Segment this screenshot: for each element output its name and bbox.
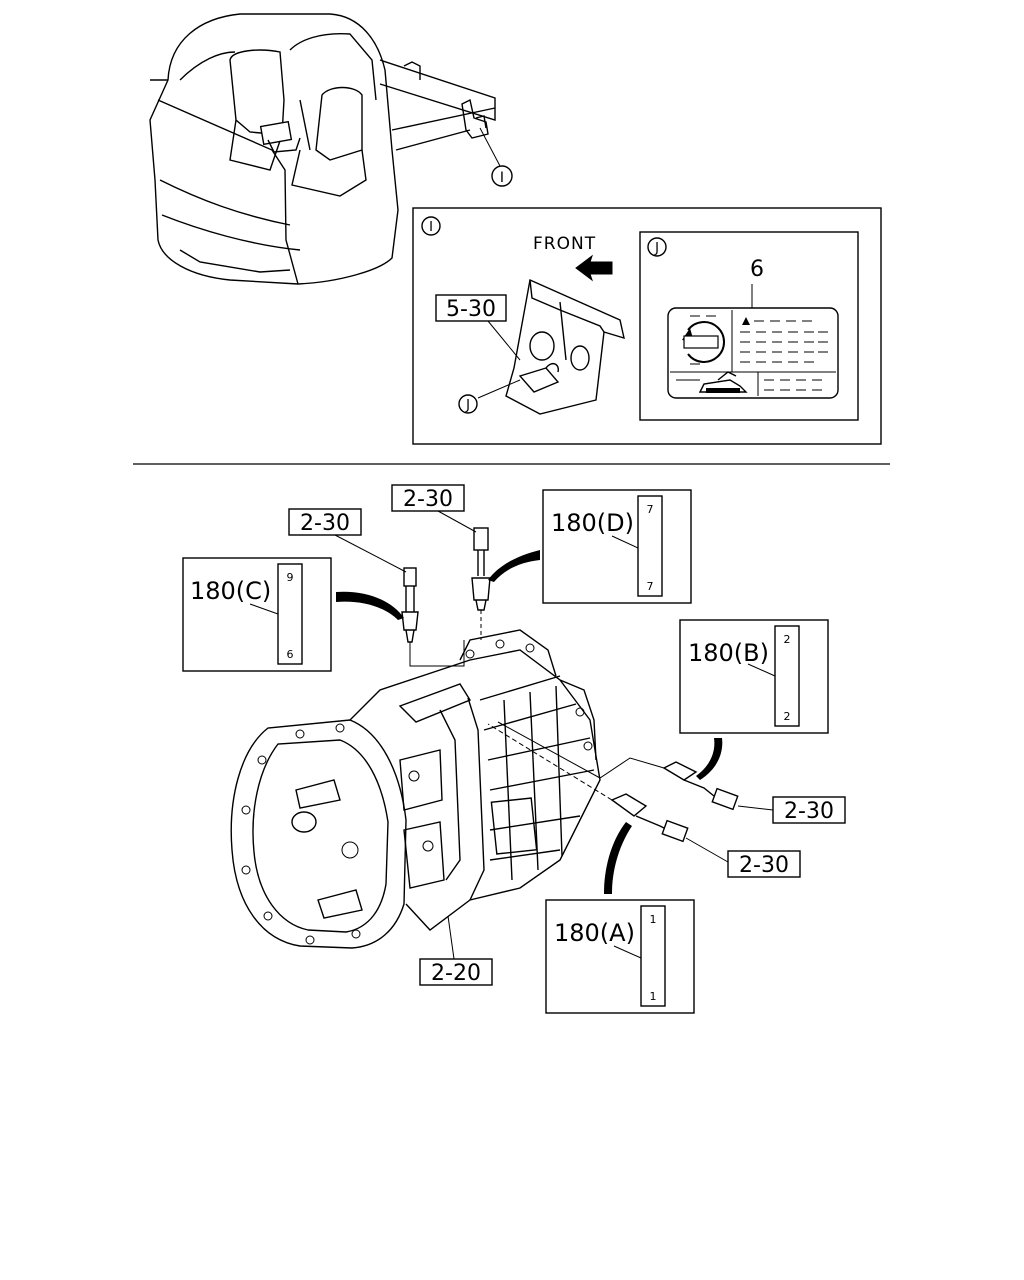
part-label-180b: 180(B) [688,639,769,667]
cab-illustration: I [149,13,513,285]
front-arrow-icon [575,254,613,282]
part-code-top-180a: 1 [650,913,657,926]
part-code-bottom-180d: 7 [647,580,654,593]
rotation-icon [687,321,725,363]
view-i-title: I [429,220,433,235]
transmission-illustration [230,629,601,949]
ref-2-30-upper-left: 2-30 [300,511,350,536]
part-code-top-180c: 9 [287,571,294,584]
part-code-bottom-180b: 2 [784,710,791,723]
part-code-bottom-180c: 6 [287,648,294,661]
switch-d [471,527,491,640]
part-panel-180d: 180(D) 7 7 [542,489,692,604]
ref-5-30: 5-30 [446,297,496,322]
switch-c [401,567,465,667]
part-label-180c: 180(C) [190,577,271,605]
switch-b [497,721,739,811]
front-label: FRONT [533,234,596,254]
part-panel-180c: 180(C) 9 6 [182,557,332,672]
pointer-a [604,822,632,894]
part-label-180d: 180(D) [551,509,634,537]
ref-2-30-upper-center: 2-30 [403,487,453,512]
part-code-top-180d: 7 [647,503,654,516]
pointer-c [336,591,404,620]
view-j-title: J [654,241,659,256]
pointer-d [488,550,540,582]
view-i-marker: I [500,170,504,186]
detail-view-i: I FRONT 5-30 J J 6 [412,207,882,445]
part-label-180a: 180(A) [554,919,635,947]
switch-a [487,723,689,843]
ref-2-30-right: 2-30 [784,799,834,824]
part-panel-180a: 180(A) 1 1 [545,899,695,1014]
view-j-ref: J [465,398,470,413]
warning-icon [742,317,750,325]
part-panel-180b: 180(B) 2 2 [679,619,829,734]
warning-label [667,307,839,399]
part-code-bottom-180a: 1 [650,990,657,1003]
part-code-top-180b: 2 [784,633,791,646]
item-6: 6 [750,257,764,282]
ref-2-30-lower-right: 2-30 [739,853,789,878]
ref-2-20: 2-20 [431,961,481,986]
pointer-b [696,738,723,780]
